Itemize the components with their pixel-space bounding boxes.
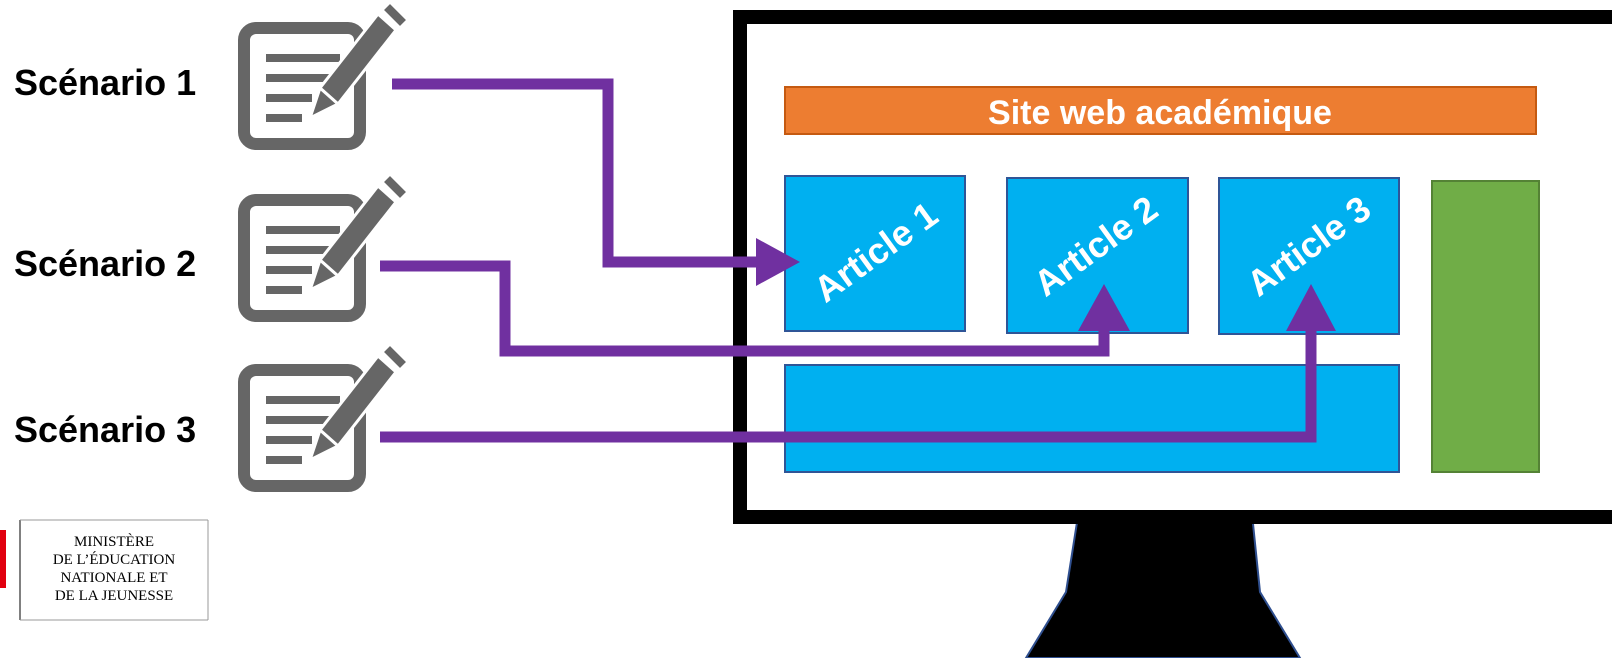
document-edit-icon bbox=[244, 2, 408, 144]
scenario-2-label: Scénario 2 bbox=[14, 243, 196, 284]
document-edit-icon bbox=[244, 344, 408, 486]
sidebar-block bbox=[1431, 180, 1540, 473]
logo-line-4: DE LA JEUNESSE bbox=[55, 588, 173, 604]
arrow-scenario-2 bbox=[380, 260, 1110, 357]
arrow-scenario-3-head bbox=[1286, 284, 1336, 331]
document-edit-icon bbox=[244, 174, 408, 316]
arrows bbox=[380, 78, 1336, 443]
arrow-scenario-1 bbox=[392, 78, 758, 268]
logo-line-3: NATIONALE ET bbox=[60, 570, 167, 586]
website: Site web académique Article 1 Article 2 … bbox=[784, 86, 1540, 473]
monitor-stand bbox=[1024, 512, 1302, 658]
article-1-box bbox=[784, 175, 966, 332]
logo-line-1: MINISTÈRE bbox=[74, 533, 154, 550]
site-header bbox=[784, 86, 1537, 135]
ministry-logo: MINISTÈRE DE L’ÉDUCATION NATIONALE ET DE… bbox=[0, 519, 209, 621]
scenario-1: Scénario 1 bbox=[14, 2, 408, 144]
logo-line-2: DE L’ÉDUCATION bbox=[53, 551, 176, 568]
content-wide-block bbox=[784, 364, 1400, 473]
site-title: Site web académique bbox=[988, 94, 1332, 132]
arrow-scenario-1-head bbox=[756, 238, 800, 286]
arrow-scenario-2-head bbox=[1078, 284, 1130, 331]
scenario-2: Scénario 2 bbox=[14, 174, 408, 316]
scenario-3-label: Scénario 3 bbox=[14, 409, 196, 450]
scenario-1-label: Scénario 1 bbox=[14, 62, 196, 103]
arrow-scenario-3 bbox=[380, 326, 1317, 443]
scenario-3: Scénario 3 bbox=[14, 344, 408, 486]
logo-flag-fragment bbox=[0, 530, 6, 588]
